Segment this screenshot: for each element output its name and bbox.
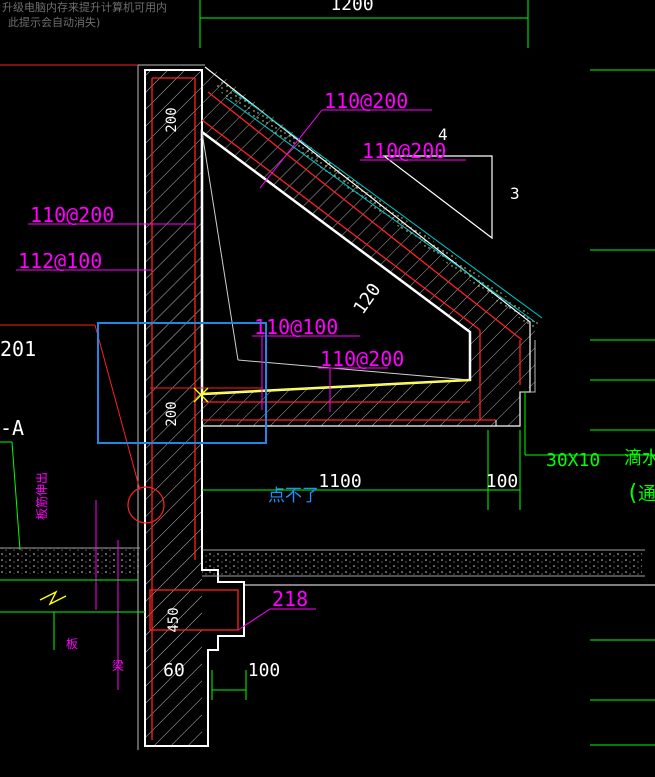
small-label-1: 板 [66, 637, 78, 651]
dim-200-top: 200 [164, 107, 180, 132]
label-201: 201 [0, 337, 36, 361]
base-dimension: 100 [211, 660, 281, 700]
dim-450: 450 [166, 607, 182, 632]
rebar-label-4: 112@100 [18, 249, 102, 273]
annotation-text: 点不了 [268, 486, 319, 506]
small-label-2: 梁 [112, 658, 124, 673]
rebar-label-2: 110@200 [362, 139, 446, 163]
dim-30x10: 30X10 [546, 450, 600, 471]
rebar-label-3: 110@200 [30, 203, 114, 227]
ratio-4: 4 [438, 125, 448, 144]
dim-1100: 1100 [318, 471, 361, 492]
bottom-dimension: 1100 100 [202, 430, 521, 510]
paren: ( [626, 481, 639, 506]
ground-layer [0, 547, 655, 586]
dim-60: 60 [163, 660, 185, 681]
dim-200-mid: 200 [164, 401, 180, 426]
dim-100: 100 [486, 471, 519, 492]
slope-ratio: 4 3 [382, 125, 520, 240]
ratio-3: 3 [510, 184, 520, 203]
drip-text: 滴水线 [624, 448, 655, 469]
rebar-label-5: 110@100 [254, 315, 338, 339]
dim-base-100: 100 [248, 660, 281, 681]
paren-text: 通 [638, 484, 655, 505]
rebar-labels: 110@200 110@200 110@200 112@100 110@100 … [16, 89, 466, 631]
wall-text: 板筋伸出 [34, 472, 49, 520]
system-notice: 升级电脑内存来提升计算机可用内 此提示会自动消失) [2, 0, 167, 30]
drip-annotation: 30X10 滴水线 ( 通 [524, 69, 655, 746]
dim-1200: 1200 [330, 0, 373, 15]
notice-line-1: 升级电脑内存来提升计算机可用内 [2, 1, 167, 14]
rebar-label-1: 110@200 [324, 89, 408, 113]
left-annotations: 201 -A 板筋伸出 板 梁 [0, 64, 165, 690]
rebar-label-7: 218 [272, 587, 308, 611]
rebar-label-6: 110@200 [320, 347, 404, 371]
top-dimension: 1200 [199, 0, 529, 48]
notice-line-2: 此提示会自动消失) [8, 16, 101, 29]
selection-highlight-box [97, 322, 267, 444]
crosshair-cursor-icon [193, 387, 209, 403]
label-section: -A [0, 416, 24, 440]
